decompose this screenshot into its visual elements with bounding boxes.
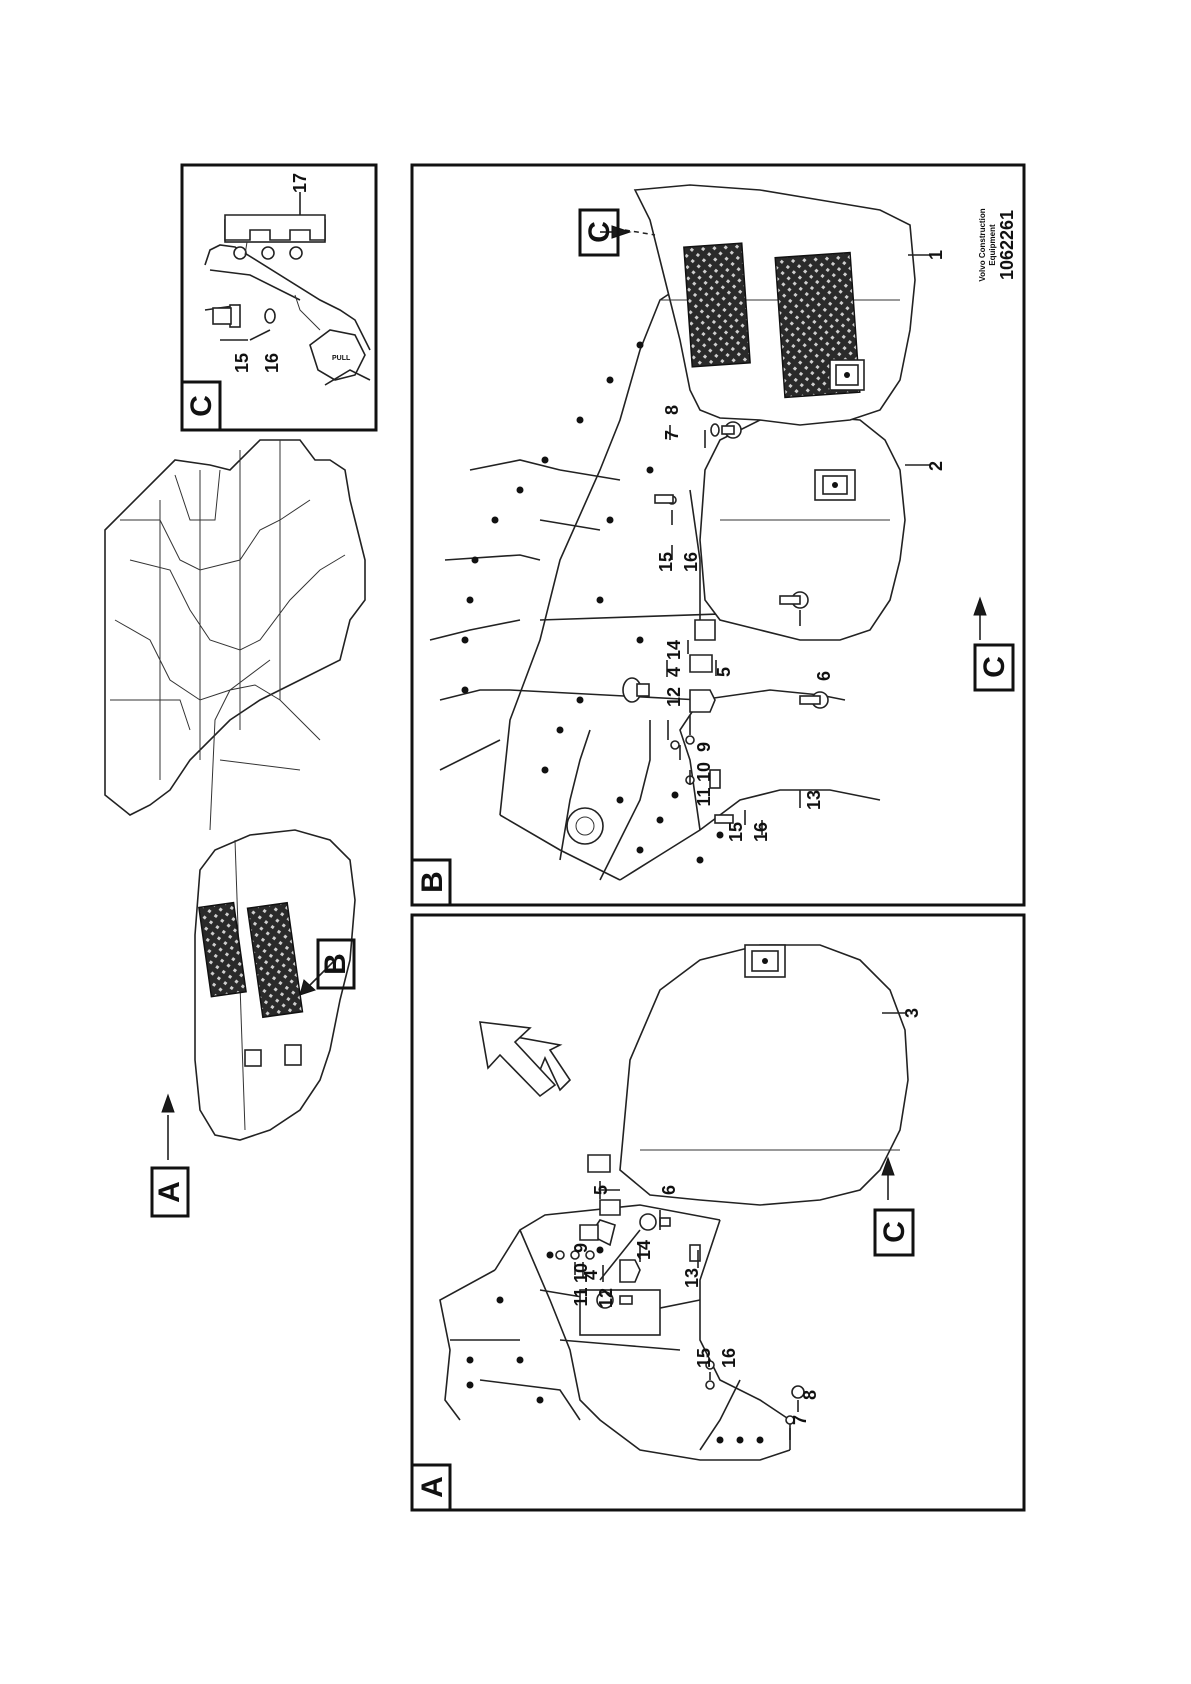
callout-11: 11 bbox=[571, 1287, 591, 1306]
callout-box-a-overview: A bbox=[150, 1166, 190, 1218]
section-marker-c: C bbox=[873, 1208, 915, 1257]
callout-1: 1 bbox=[926, 250, 946, 260]
callout-16: 16 bbox=[681, 552, 701, 572]
brand-line-1: Volvo Construction bbox=[978, 208, 987, 281]
callout-10: 10 bbox=[571, 1263, 591, 1283]
callout-12: 12 bbox=[664, 687, 684, 707]
callout-7: 7 bbox=[790, 1415, 810, 1425]
brand-line-2: Equipment bbox=[988, 224, 997, 266]
callout-9: 9 bbox=[694, 742, 714, 752]
callout-10: 10 bbox=[694, 762, 714, 782]
callout-6: 6 bbox=[814, 671, 834, 681]
callout-label: B bbox=[319, 953, 352, 975]
callout-14: 14 bbox=[664, 640, 684, 660]
callout-15: 15 bbox=[694, 1348, 714, 1368]
svg-text:C: C bbox=[583, 221, 616, 243]
callout-13: 13 bbox=[804, 790, 824, 810]
section-marker-c: C bbox=[578, 208, 620, 257]
callout-3: 3 bbox=[902, 1008, 922, 1018]
svg-text:C: C bbox=[878, 1221, 911, 1243]
callout-8: 8 bbox=[662, 405, 682, 415]
callout-2: 2 bbox=[926, 461, 946, 471]
callout-box-b-overview: B bbox=[316, 938, 356, 990]
callout-label: A bbox=[153, 1181, 186, 1203]
overview-view bbox=[104, 439, 366, 1160]
callout-15: 15 bbox=[656, 552, 676, 572]
callout-15: 15 bbox=[232, 353, 252, 373]
leader-triangle-icon bbox=[161, 1093, 175, 1160]
view-label: B bbox=[416, 871, 449, 893]
detail-view-c: C PULL 15 16 17 bbox=[180, 163, 378, 432]
callout-8: 8 bbox=[800, 1390, 820, 1400]
callout-5: 5 bbox=[714, 667, 734, 677]
detail-view-b: B bbox=[410, 163, 1026, 907]
callout-9: 9 bbox=[571, 1243, 591, 1253]
view-label: C bbox=[185, 395, 218, 417]
detail-view-a: A bbox=[410, 913, 1026, 1512]
callout-13: 13 bbox=[682, 1268, 702, 1288]
arrow-icon bbox=[479, 1021, 572, 1098]
callout-17: 17 bbox=[290, 173, 310, 193]
svg-text:C: C bbox=[978, 656, 1011, 678]
view-label: A bbox=[416, 1476, 449, 1498]
callout-4: 4 bbox=[581, 1270, 601, 1280]
callout-16: 16 bbox=[262, 353, 282, 373]
drawing-number: 1062261 bbox=[997, 210, 1017, 280]
callout-12: 12 bbox=[596, 1288, 616, 1308]
callout-16: 16 bbox=[719, 1348, 739, 1368]
svg-text:PULL: PULL bbox=[332, 355, 351, 362]
callout-11: 11 bbox=[694, 787, 714, 806]
section-marker-c: C bbox=[973, 643, 1015, 692]
callout-6: 6 bbox=[659, 1185, 679, 1195]
callout-4: 4 bbox=[664, 667, 684, 677]
leader-triangle-icon bbox=[299, 954, 341, 996]
callout-7: 7 bbox=[662, 430, 682, 440]
callout-16: 16 bbox=[751, 822, 771, 842]
callout-5: 5 bbox=[591, 1185, 611, 1195]
callout-14: 14 bbox=[634, 1240, 654, 1260]
leader-triangle-icon bbox=[881, 1156, 895, 1200]
leader-triangle-icon bbox=[973, 596, 987, 640]
callout-15: 15 bbox=[726, 822, 746, 842]
